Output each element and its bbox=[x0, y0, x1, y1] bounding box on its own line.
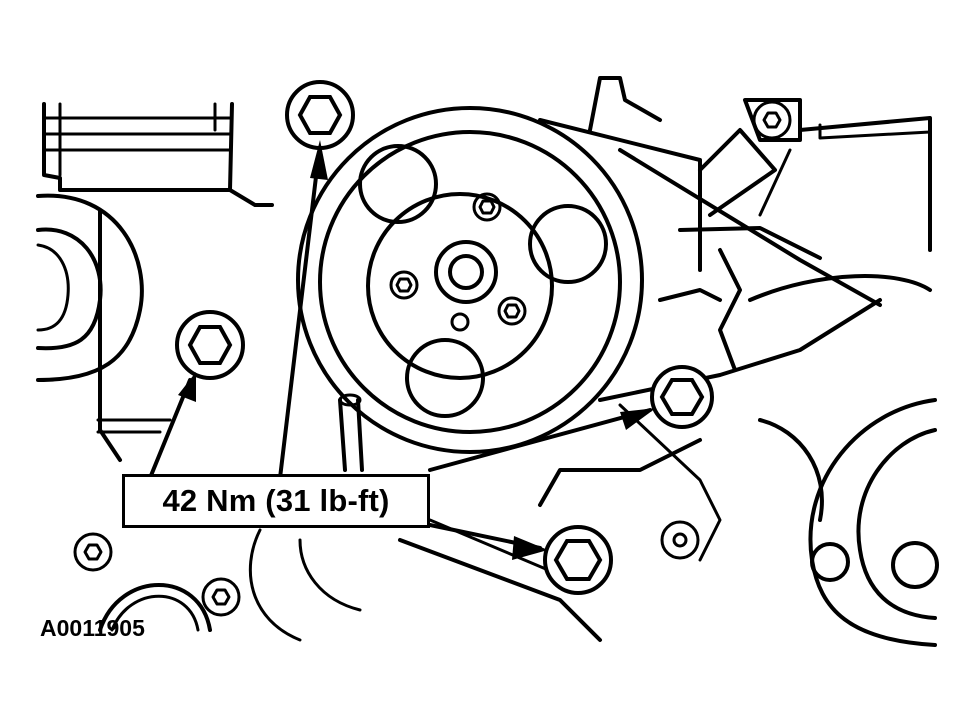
figure-id: A0011905 bbox=[40, 615, 145, 641]
torque-label: 42 Nm (31 lb-ft) bbox=[162, 483, 390, 518]
leader-arrow-icon bbox=[310, 140, 328, 180]
water-pump-pulley bbox=[296, 106, 644, 454]
leader-arrow-icon bbox=[512, 536, 548, 560]
bolt-top-center bbox=[285, 80, 355, 150]
lower-parts bbox=[73, 393, 700, 642]
leader-arrow-icon bbox=[178, 372, 196, 402]
hexagon-bolt-head-icon bbox=[297, 95, 343, 135]
crank-pulley bbox=[808, 398, 939, 647]
leader-lines bbox=[148, 140, 656, 560]
hexagon-bolt-head-icon bbox=[659, 378, 705, 416]
right-bracket bbox=[398, 76, 932, 642]
torque-callout: 42 Nm (31 lb-ft) bbox=[122, 474, 430, 528]
left-housing bbox=[42, 102, 274, 462]
bolt-bottom bbox=[543, 525, 613, 595]
hexagon-bolt-head-icon bbox=[553, 539, 603, 581]
bolt-left bbox=[175, 310, 245, 380]
leader-arrow-icon bbox=[620, 408, 656, 430]
hexagon-bolt-head-icon bbox=[187, 325, 233, 365]
bolt-right bbox=[650, 365, 714, 429]
left-pulley bbox=[36, 193, 144, 382]
